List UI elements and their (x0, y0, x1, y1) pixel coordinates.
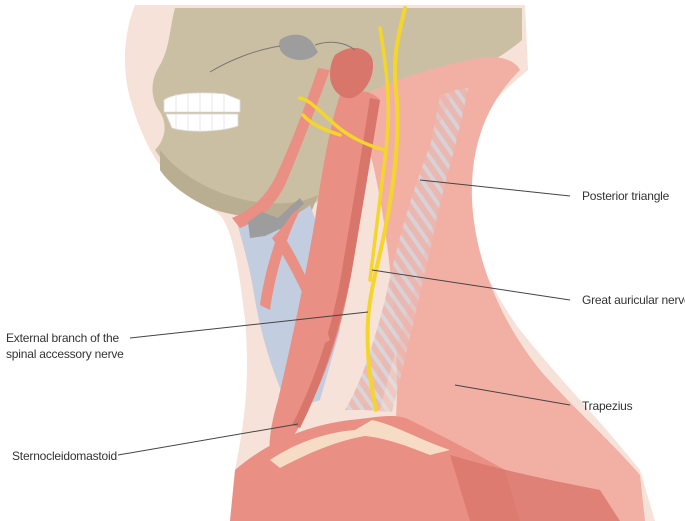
label-posterior-triangle: Posterior triangle (582, 189, 670, 203)
leader-trapezius (454, 384, 571, 406)
label-sternocleidomastoid: Sternocleidomastoid (12, 449, 117, 463)
zygomatic-arch-line (209, 41, 356, 73)
label-external-branch-line1: External branch of the (6, 331, 120, 345)
ear-ossicle-detail (279, 34, 318, 60)
label-external-branch-line2: spinal accessory nerve (6, 347, 124, 361)
label-great-auricular-nerve: Great auricular nerve (582, 293, 685, 307)
clavicle-highlight (270, 420, 450, 468)
clavicle-region (230, 415, 520, 521)
leader-great-auricular (371, 269, 571, 301)
great-auricular-nerve (365, 6, 407, 412)
label-trapezius: Trapezius (582, 399, 633, 413)
teeth (163, 92, 241, 132)
leader-posterior-triangle (419, 179, 571, 197)
hyoid-bone (248, 198, 304, 238)
mastoid-process (330, 47, 374, 99)
sternocleidomastoid-muscle (269, 90, 380, 458)
posterior-triangle-overlay (362, 88, 465, 412)
mandible-shadow (160, 150, 318, 220)
shoulder-right (450, 455, 620, 521)
scm-shadow (292, 98, 380, 428)
label-external-branch-spinal-accessory-nerve: External branch of the spinal accessory … (6, 330, 124, 362)
nerve-branch-face (298, 96, 387, 152)
stylohyoid-muscle (260, 205, 300, 310)
omohyoid-muscle (272, 230, 330, 345)
leader-external-branch (129, 311, 369, 339)
leader-sternocleidomastoid (117, 423, 299, 456)
digastric-muscle (232, 68, 330, 228)
